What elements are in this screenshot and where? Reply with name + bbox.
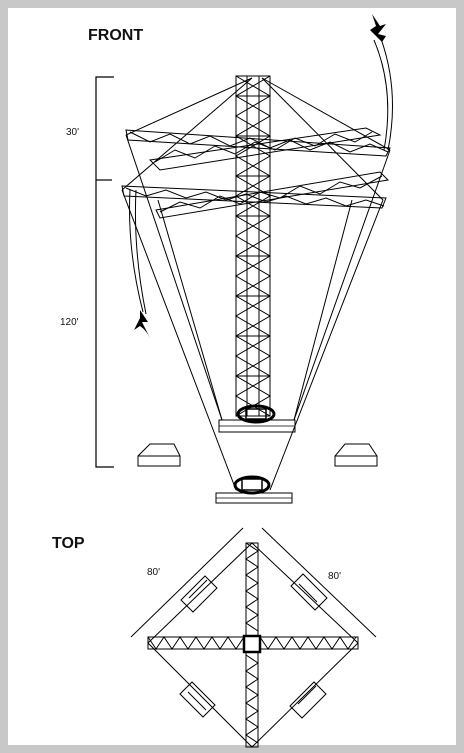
top-anchor-lower-left — [179, 681, 216, 718]
top-mast-center — [242, 634, 262, 654]
top-anchor-lower-right — [289, 681, 327, 719]
upper-arm-truss — [125, 127, 391, 171]
dim-label-30ft: 30' — [66, 127, 79, 138]
left-hoist-line — [129, 189, 147, 315]
front-title: FRONT — [88, 27, 143, 44]
height-dimension-bracket — [95, 76, 114, 468]
top-dimension-lines — [130, 527, 377, 638]
top-title: TOP — [52, 535, 85, 552]
dim-label-80ft-left: 80' — [147, 567, 160, 578]
lower-arm-truss — [121, 171, 390, 219]
ground-base — [215, 475, 293, 504]
left-hook-icon — [134, 310, 150, 338]
lattice-mast — [235, 75, 271, 417]
right-hoist-line — [373, 35, 393, 151]
dim-label-80ft-right: 80' — [328, 571, 341, 582]
right-anchor-block — [334, 443, 378, 467]
top-anchor-upper-left — [180, 575, 218, 613]
left-anchor-block — [137, 443, 181, 467]
dim-label-120ft: 120' — [60, 317, 79, 328]
right-hook-icon — [370, 14, 386, 42]
top-anchor-upper-right — [290, 573, 328, 611]
mast-base-platform — [218, 404, 296, 433]
